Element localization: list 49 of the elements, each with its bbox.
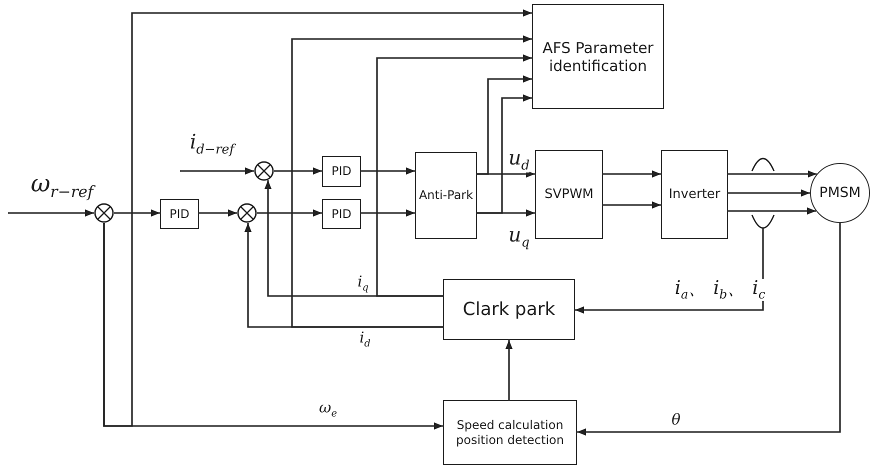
arrow	[361, 167, 415, 175]
block-label: PID	[169, 206, 190, 222]
arrow	[199, 209, 237, 217]
block-label: Speed calculation position detection	[454, 418, 566, 447]
arrow	[603, 201, 661, 209]
block-label: AFS Parameter identification	[542, 38, 654, 74]
block-label: SVPWM	[544, 186, 594, 202]
current-sensor-symbol	[752, 215, 774, 228]
block-label: PMSM	[819, 184, 861, 202]
arrow	[361, 209, 415, 217]
block	[322, 156, 361, 187]
arrow	[114, 209, 160, 217]
arrow	[257, 209, 322, 217]
block-label: PID	[331, 164, 352, 179]
arrow	[728, 207, 816, 215]
block-label: Inverter	[668, 186, 720, 202]
signal-label: i$_{d−ref}$	[190, 132, 234, 156]
arrow	[376, 54, 532, 297]
block-label: Anti-Park	[418, 188, 474, 203]
block	[443, 279, 575, 340]
block	[661, 150, 728, 239]
summing-junction	[254, 161, 274, 181]
arrow	[477, 94, 532, 214]
block	[415, 152, 477, 239]
arrow	[8, 209, 94, 217]
block-label: Clark park	[462, 298, 556, 320]
summing-junction	[94, 203, 114, 223]
arrow	[274, 167, 322, 175]
arrow	[180, 167, 254, 175]
arrow	[103, 9, 532, 427]
block-label: PID	[331, 206, 352, 222]
signal-label: i$_{a}$、 i$_{b}$、 i$_{c}$	[674, 278, 766, 302]
signal-label: i$_{d}$	[359, 330, 371, 350]
signal-label: i$_{q}$	[357, 274, 369, 294]
block	[160, 199, 199, 229]
arrow	[575, 228, 764, 314]
block	[443, 400, 577, 465]
arrow	[505, 340, 513, 400]
arrow	[577, 223, 841, 436]
arrow	[728, 170, 817, 178]
arrow	[291, 35, 532, 328]
arrow	[603, 170, 661, 178]
arrow	[477, 75, 532, 175]
block	[532, 4, 664, 109]
signal-label: θ	[671, 412, 681, 428]
summing-junction	[237, 203, 257, 223]
block	[535, 150, 603, 239]
block	[322, 199, 361, 229]
arrow	[728, 189, 810, 197]
